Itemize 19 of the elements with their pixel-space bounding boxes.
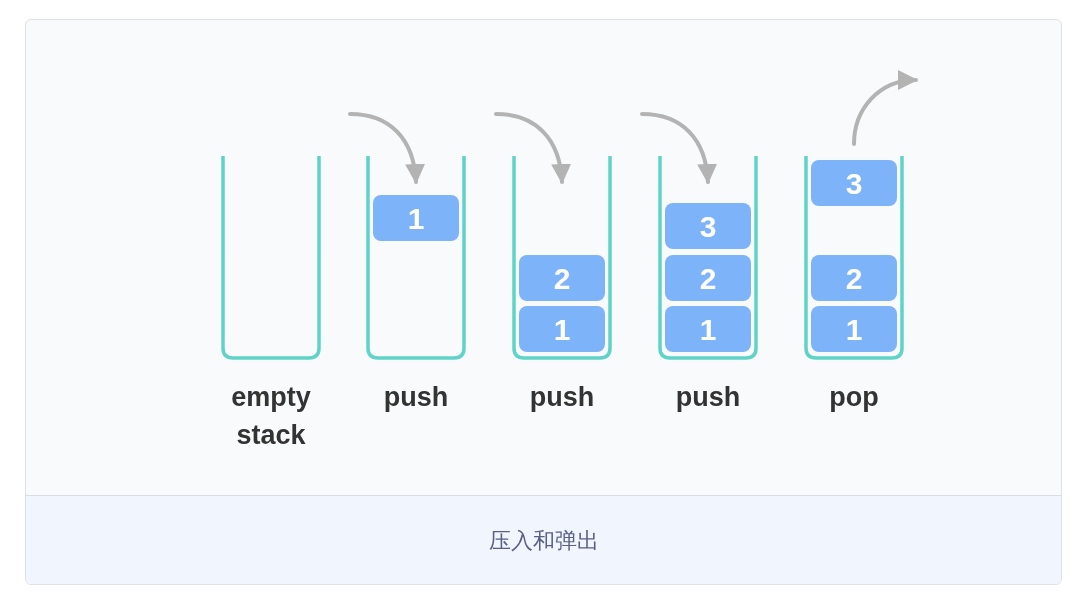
stack-item: 1: [519, 306, 605, 352]
arrow: [348, 112, 425, 184]
stack-item: 1: [811, 306, 897, 352]
stack-item: 1: [665, 306, 751, 352]
arrow: [494, 112, 571, 184]
stack-item: 3: [665, 203, 751, 249]
stack-label: push: [382, 381, 450, 414]
stack-label: empty stack: [230, 381, 312, 452]
stack-label: push: [528, 381, 596, 414]
stack-label: pop: [828, 381, 880, 414]
arrow: [640, 112, 717, 184]
stack-item: 3: [811, 160, 897, 206]
stack-label: push: [674, 381, 742, 414]
caption-band: 压入和弹出: [26, 495, 1061, 584]
stack-item: 2: [665, 255, 751, 301]
stack-item: 2: [811, 255, 897, 301]
arrow: [852, 71, 918, 146]
stack-item: 2: [519, 255, 605, 301]
stack-item: 1: [373, 195, 459, 241]
